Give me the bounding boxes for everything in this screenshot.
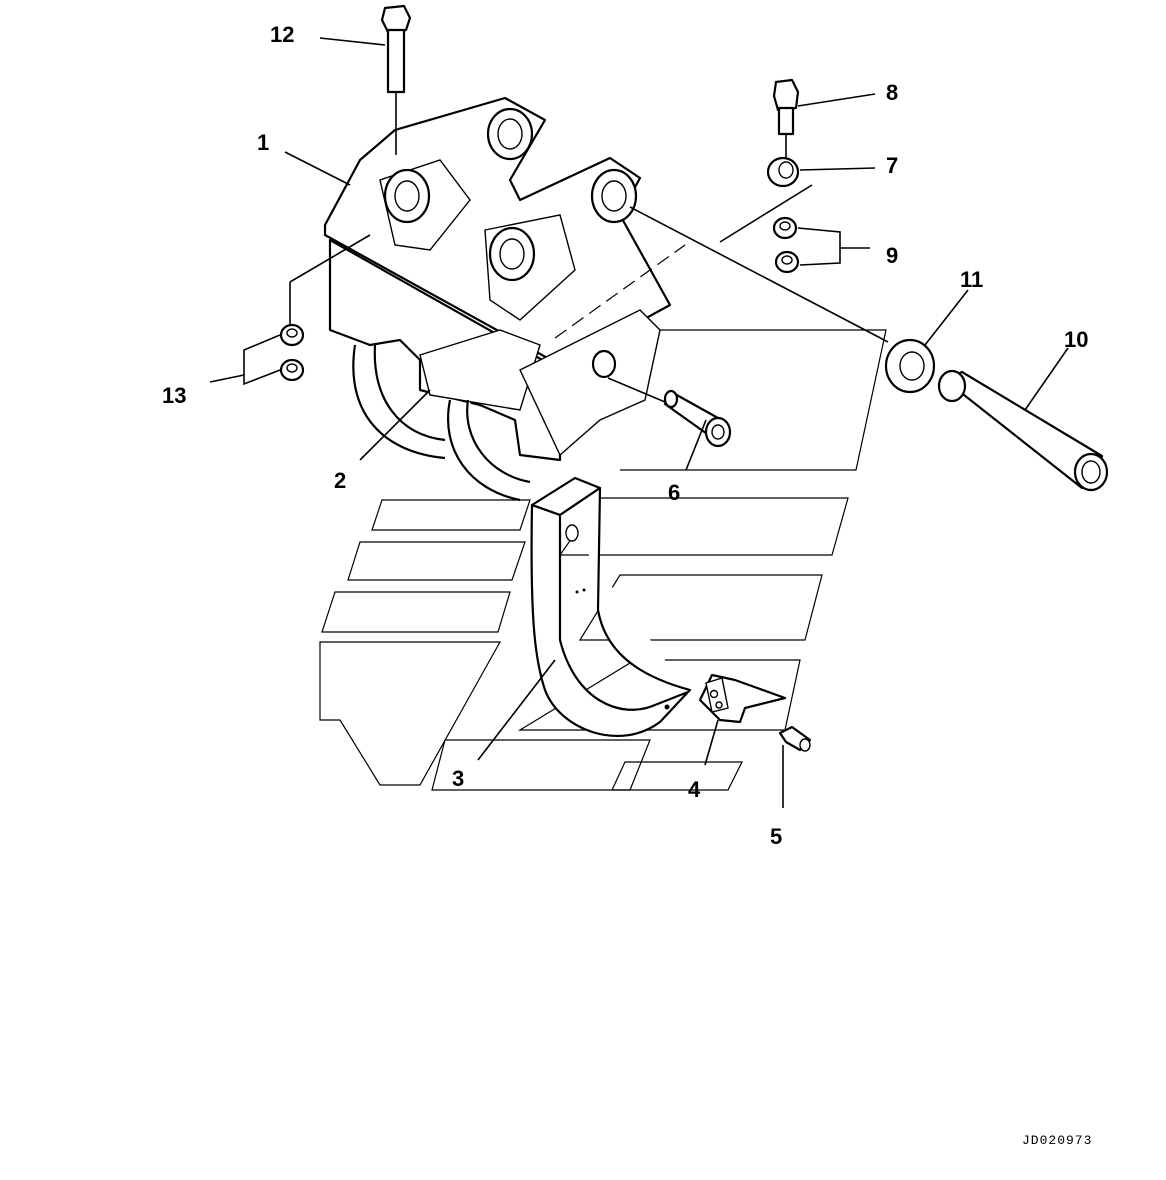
washer-7 (766, 156, 800, 188)
callout-11: 11 (960, 267, 983, 292)
callout-labels: 12 1 2 3 4 5 6 7 8 9 10 11 13 (162, 22, 1088, 849)
callout-6: 6 (668, 480, 680, 505)
tip (698, 673, 787, 724)
callout-12: 12 (270, 22, 294, 47)
callout-2: 2 (334, 468, 346, 493)
shank (530, 476, 692, 738)
protector (352, 344, 531, 502)
callout-13: 13 (162, 383, 186, 408)
callout-1: 1 (257, 130, 269, 155)
bolt-8 (772, 78, 800, 136)
callout-5: 5 (770, 824, 782, 849)
nuts-13 (279, 323, 305, 382)
callout-4: 4 (688, 777, 701, 802)
callout-10: 10 (1064, 327, 1088, 352)
tip-pin (778, 725, 812, 752)
spacer-11 (884, 338, 936, 394)
leader-lines (209, 37, 1069, 808)
shank-pin (663, 389, 732, 448)
callout-7: 7 (886, 153, 898, 178)
bolt-12 (380, 4, 412, 94)
drawing-reference-code: JD020973 (1022, 1133, 1092, 1148)
callout-9: 9 (886, 243, 898, 268)
nuts-9 (772, 216, 800, 274)
watermark-logo (319, 329, 887, 791)
shank-holder (323, 96, 686, 462)
callout-3: 3 (452, 766, 464, 791)
callout-8: 8 (886, 80, 898, 105)
long-pin (937, 369, 1109, 492)
